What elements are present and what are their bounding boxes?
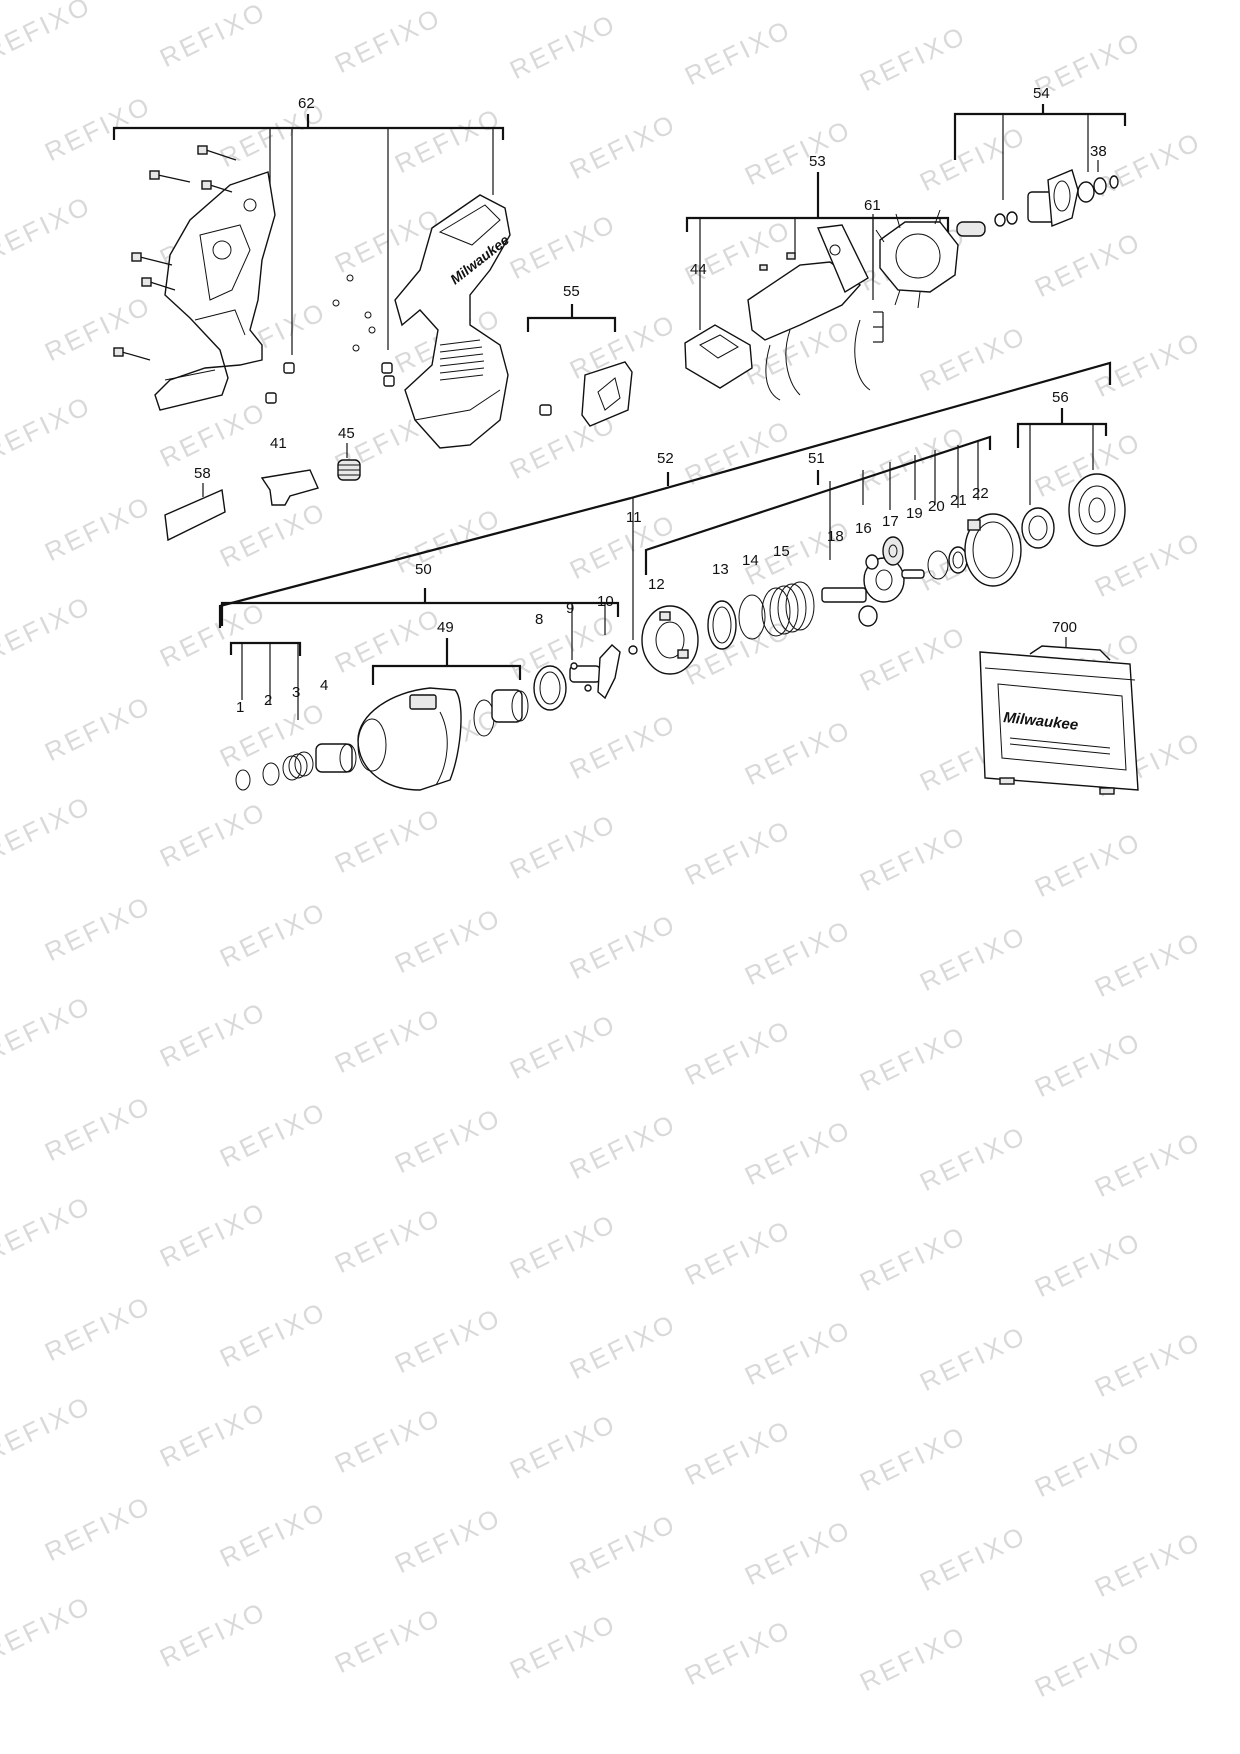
part-61-stator	[875, 209, 959, 309]
part-56-bearing-ring	[1021, 507, 1055, 549]
label-13: 13	[712, 561, 729, 578]
label-10: 10	[597, 593, 614, 610]
label-14: 14	[742, 552, 759, 569]
right-housing-half: Milwaukee	[394, 194, 512, 449]
label-1: 1	[236, 699, 244, 716]
part-58-label-plate	[164, 488, 226, 542]
assembly-55-bracket	[526, 304, 617, 332]
part-13-ball-ring	[707, 600, 737, 650]
assembly-50-bracket	[220, 588, 620, 660]
label-21: 21	[950, 492, 967, 509]
part-53-control-board	[747, 224, 871, 401]
label-58: 58	[194, 465, 211, 482]
label-62: 62	[298, 95, 315, 112]
label-56: 56	[1052, 389, 1069, 406]
part-2-ring	[262, 762, 280, 786]
part-22-ring-gear	[964, 513, 1022, 587]
part-8-ring	[533, 665, 567, 711]
label-3: 3	[292, 684, 300, 701]
part-11-ball	[628, 645, 638, 655]
grip-ribs	[439, 339, 485, 381]
label-19: 19	[906, 505, 923, 522]
label-22: 22	[972, 485, 989, 502]
label-55: 55	[563, 283, 580, 300]
part-21-bearing	[948, 546, 968, 574]
label-45: 45	[338, 425, 355, 442]
assembly-62-bracket	[112, 114, 505, 355]
label-54: 54	[1033, 85, 1050, 102]
part-17-gear	[882, 536, 904, 566]
label-20: 20	[928, 498, 945, 515]
label-44: 44	[690, 261, 707, 278]
assembly-52-bracket	[218, 361, 1112, 640]
label-15: 15	[773, 543, 790, 560]
part-49-hammer-case	[357, 687, 462, 791]
part-45-spring	[337, 459, 361, 481]
label-49: 49	[437, 619, 454, 636]
part-16-planet-gear	[858, 554, 879, 627]
left-housing-half	[154, 171, 276, 411]
label-41: 41	[270, 435, 287, 452]
housing-screws	[113, 145, 237, 361]
assembly-54-bracket	[953, 104, 1127, 200]
assembly-51-bracket	[644, 435, 992, 575]
part-41-switch	[260, 469, 319, 506]
label-700: 700	[1052, 619, 1077, 636]
assembly-56-bracket	[1016, 408, 1108, 505]
label-53: 53	[809, 153, 826, 170]
label-50: 50	[415, 561, 432, 578]
part-14-washer	[738, 594, 766, 640]
part-44-battery-terminal	[684, 324, 753, 389]
label-17: 17	[882, 513, 899, 530]
label-18: 18	[827, 528, 844, 545]
part-20-washer	[927, 550, 949, 580]
label-2: 2	[264, 692, 272, 709]
assembly-1-4-bracket	[229, 641, 302, 720]
part-19-pin	[901, 569, 925, 579]
part-3-spring	[282, 751, 314, 781]
label-9: 9	[566, 600, 574, 617]
label-11: 11	[626, 509, 642, 526]
label-12: 12	[648, 576, 665, 593]
housing-pins	[265, 274, 552, 416]
part-10-anvil	[597, 644, 621, 700]
label-8: 8	[535, 611, 543, 628]
label-16: 16	[855, 520, 872, 537]
part-15-spring	[761, 581, 815, 637]
label-38: 38	[1090, 143, 1107, 160]
part-4-sleeve	[315, 743, 357, 773]
part-1-ring	[235, 769, 251, 791]
label-52: 52	[657, 450, 674, 467]
part-55-badge	[581, 361, 633, 427]
label-61: 61	[864, 197, 881, 214]
part-9-anvil-shaft	[569, 662, 601, 692]
part-56-end-cover	[1068, 473, 1126, 547]
part-12-hammer	[641, 605, 699, 675]
part-49-bushing	[473, 689, 529, 737]
label-51: 51	[808, 450, 825, 467]
label-4: 4	[320, 677, 328, 694]
assembly-49-bracket	[371, 638, 522, 685]
part-54-rotor	[956, 169, 1119, 237]
part-700-carry-case: Milwaukee	[979, 645, 1139, 795]
assembly-61-bracket	[872, 214, 884, 343]
